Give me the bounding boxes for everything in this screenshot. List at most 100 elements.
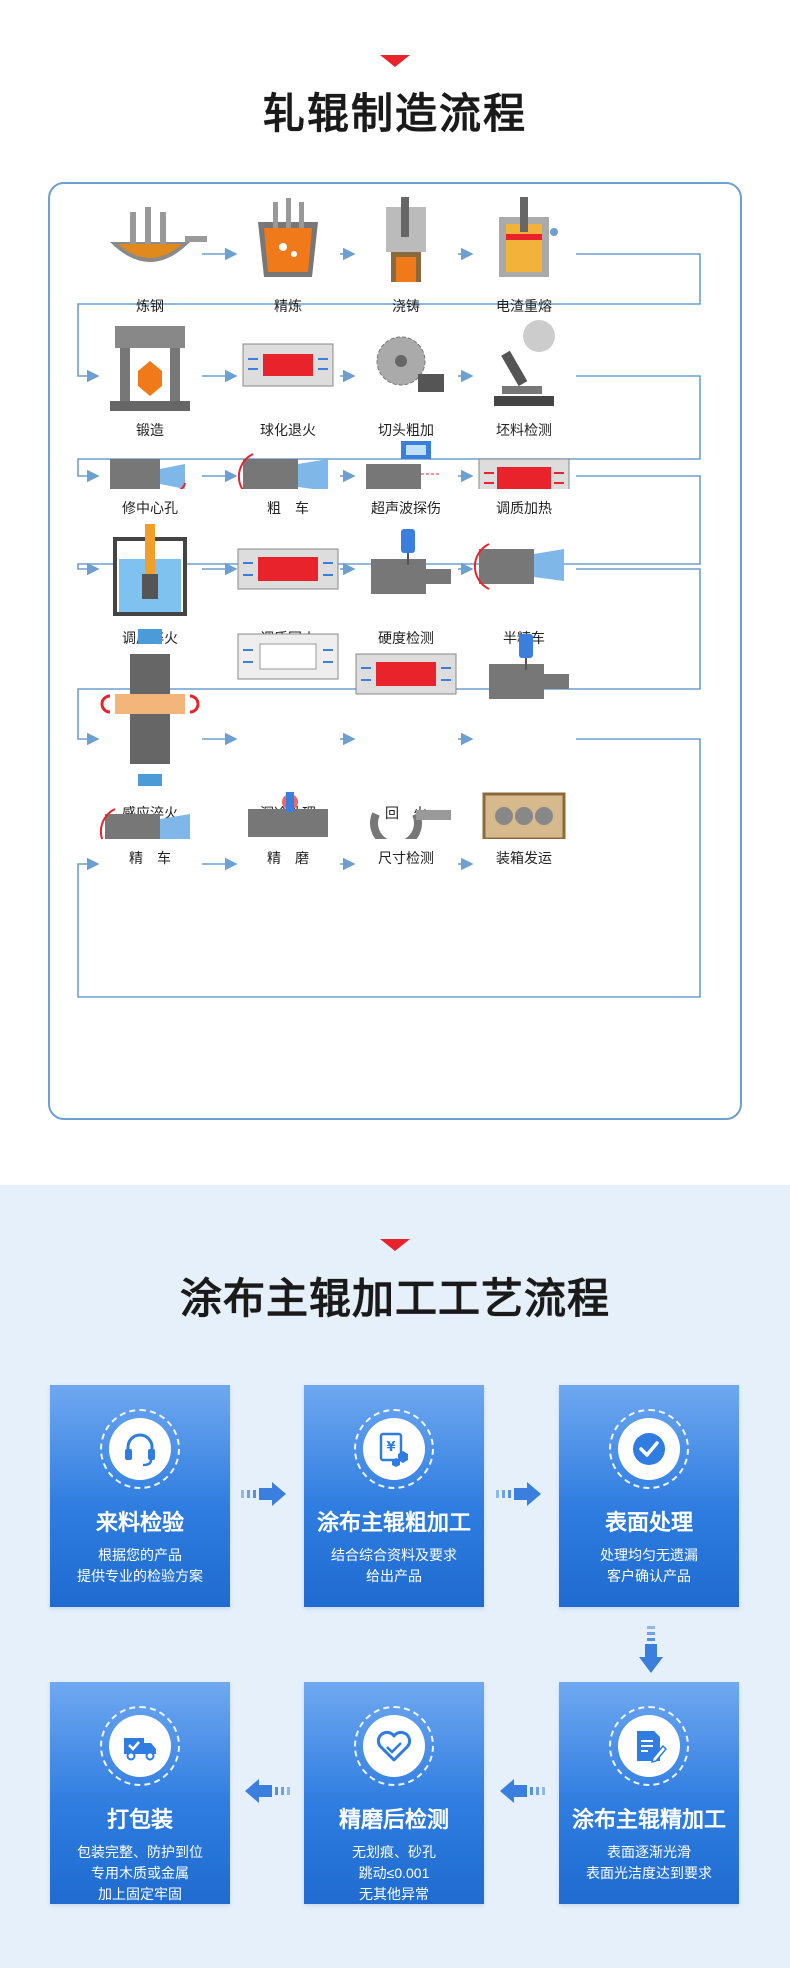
step-label: 浇铸 <box>392 300 420 315</box>
crate-icon <box>482 792 566 841</box>
card-desc-line: 包装完整、防护到位 <box>77 1844 203 1860</box>
card-post-grinding-inspection: 精磨后检测 无划痕、砂孔 跳动≤0.001 无其他异常 <box>304 1682 484 1904</box>
step-label: 切头粗加 <box>378 424 434 439</box>
process-step: 感应淬火 <box>80 624 220 823</box>
tempering-icon <box>355 653 457 695</box>
arrow-left-icon <box>500 1779 545 1803</box>
card-rough-machining: ¥ 涂布主辊粗加工 结合综合资料及要求 给出产品 <box>304 1385 484 1607</box>
process-step: 粗 车 <box>218 429 358 518</box>
furnace-icon <box>110 207 207 262</box>
yuan-document-icon: ¥ <box>379 1432 408 1467</box>
process-step: 调质淬火 <box>80 519 220 648</box>
step-label: 超声波探伤 <box>371 502 441 517</box>
process-step: 半精车 <box>454 519 594 648</box>
forging-press-icon <box>110 326 190 411</box>
step-label: 尺寸检测 <box>378 852 434 867</box>
step-label: 精 车 <box>129 852 171 867</box>
step-label: 硬度检测 <box>378 632 434 647</box>
arrow-down-icon <box>639 1626 663 1673</box>
card-desc-line: 根据您的产品 <box>98 1547 182 1563</box>
center-hole-icon <box>110 459 186 494</box>
delivery-truck-icon <box>124 1738 156 1761</box>
card-desc: 处理均匀无遗漏 客户确认产品 <box>559 1545 739 1587</box>
card-desc-line: 加上固定牢固 <box>98 1886 182 1902</box>
headset-icon <box>125 1433 155 1467</box>
process-step: 电渣重熔 <box>454 192 594 316</box>
casting-icon <box>386 197 426 282</box>
checkmark-icon <box>633 1433 665 1465</box>
microscope-icon <box>494 320 555 406</box>
card-surface-treatment: 表面处理 处理均匀无遗漏 客户确认产品 <box>559 1385 739 1607</box>
card-desc-line: 表面逐渐光滑 <box>607 1844 691 1860</box>
card-desc-line: 无划痕、砂孔 <box>352 1844 436 1860</box>
card-desc-line: 表面光洁度达到要求 <box>586 1865 712 1881</box>
process-flow-panel: 炼钢精炼浇铸电渣重熔锻造球化退火切头粗加坯料检测修中心孔粗 车超声波探伤调质加热… <box>48 182 742 1120</box>
step-label: 粗 车 <box>267 502 309 517</box>
step-label: 修中心孔 <box>122 502 178 517</box>
section1-title: 轧辊制造流程 <box>262 90 527 137</box>
step-label: 装箱发运 <box>496 852 552 867</box>
card-title: 涂布主辊精加工 <box>571 1807 726 1832</box>
card-desc: 包装完整、防护到位 专用木质或金属 加上固定牢固 <box>50 1842 230 1905</box>
card-desc-line: 给出产品 <box>366 1568 422 1584</box>
step-label: 电渣重熔 <box>496 300 552 315</box>
card-title: 打包装 <box>106 1807 173 1832</box>
step-label: 调质加热 <box>496 502 552 517</box>
micrometer-icon <box>370 810 451 850</box>
card-desc-line: 专用木质或金属 <box>91 1865 189 1881</box>
coating-roll-section: 涂布主辊加工工艺流程 来料检验 根据您的产品 提供专业的检验方案 ¥ 涂布 <box>0 1185 790 1968</box>
red-triangle-marker <box>380 55 410 67</box>
quench-tank-icon <box>113 524 187 616</box>
lathe-icon <box>237 453 328 500</box>
process-step: 浇铸 <box>336 192 476 316</box>
step-label: 精炼 <box>274 300 302 315</box>
edit-document-icon <box>637 1731 668 1764</box>
saw-blade-icon <box>376 336 444 392</box>
card-finish-machining: 涂布主辊精加工 表面逐渐光滑 表面光洁度达到要求 <box>559 1682 739 1904</box>
arrow-left-icon <box>245 1779 290 1803</box>
step-label: 炼钢 <box>136 300 164 315</box>
cryogenic-icon <box>237 633 339 680</box>
process-step: 修中心孔 <box>80 429 220 518</box>
manufacturing-section: 轧辊制造流程 炼钢精炼浇铸电渣重熔锻造球化退火切头粗加坯料检测修中心孔粗 车超声… <box>48 55 742 1120</box>
lathe-icon <box>99 808 190 855</box>
process-step: 尺寸检测 <box>336 784 476 868</box>
process-step: 锻造 <box>80 316 220 440</box>
process-step: 切头粗加 <box>336 316 476 440</box>
section2-title: 涂布主辊加工工艺流程 <box>179 1275 610 1322</box>
annealing-icon <box>242 343 334 387</box>
card-title: 表面处理 <box>604 1510 693 1535</box>
electroslag-icon <box>499 197 558 277</box>
card-desc-line: 提供专业的检验方案 <box>77 1568 203 1584</box>
hardness-tester-icon <box>371 529 451 594</box>
process-step: 精 磨 <box>218 784 358 868</box>
card-desc-line: 客户确认产品 <box>607 1568 691 1584</box>
process-step: 调质加热 <box>454 429 594 518</box>
grinding-icon <box>248 792 328 837</box>
svg-text:¥: ¥ <box>386 1440 395 1455</box>
ultrasonic-icon <box>366 441 441 499</box>
lathe-icon <box>473 543 564 590</box>
step-label: 坯料检测 <box>496 424 552 439</box>
card-desc-line: 处理均匀无遗漏 <box>600 1547 698 1563</box>
card-packaging: 打包装 包装完整、防护到位 专用木质或金属 加上固定牢固 <box>50 1682 230 1904</box>
ladle-icon <box>258 198 318 277</box>
process-step: 精 车 <box>80 784 220 868</box>
icon-ring: ¥ <box>354 1409 434 1489</box>
card-desc: 无划痕、砂孔 跳动≤0.001 无其他异常 <box>304 1842 484 1905</box>
hardness-tester-icon <box>489 634 569 699</box>
process-step: 炼钢 <box>80 192 220 316</box>
step-label: 锻造 <box>136 424 164 439</box>
icon-ring <box>609 1706 689 1786</box>
step-label: 精 磨 <box>267 852 309 867</box>
arrow-right-icon <box>496 1482 541 1506</box>
induction-icon <box>100 629 200 786</box>
card-desc-line: 跳动≤0.001 <box>358 1865 430 1881</box>
card-title: 精磨后检测 <box>338 1807 449 1832</box>
card-desc: 表面逐渐光滑 表面光洁度达到要求 <box>559 1842 739 1884</box>
icon-ring <box>609 1409 689 1489</box>
icon-ring <box>100 1706 180 1786</box>
tempering-icon <box>237 548 339 590</box>
card-desc-line: 无其他异常 <box>359 1886 429 1902</box>
card-desc-line: 结合综合资料及要求 <box>331 1547 457 1563</box>
